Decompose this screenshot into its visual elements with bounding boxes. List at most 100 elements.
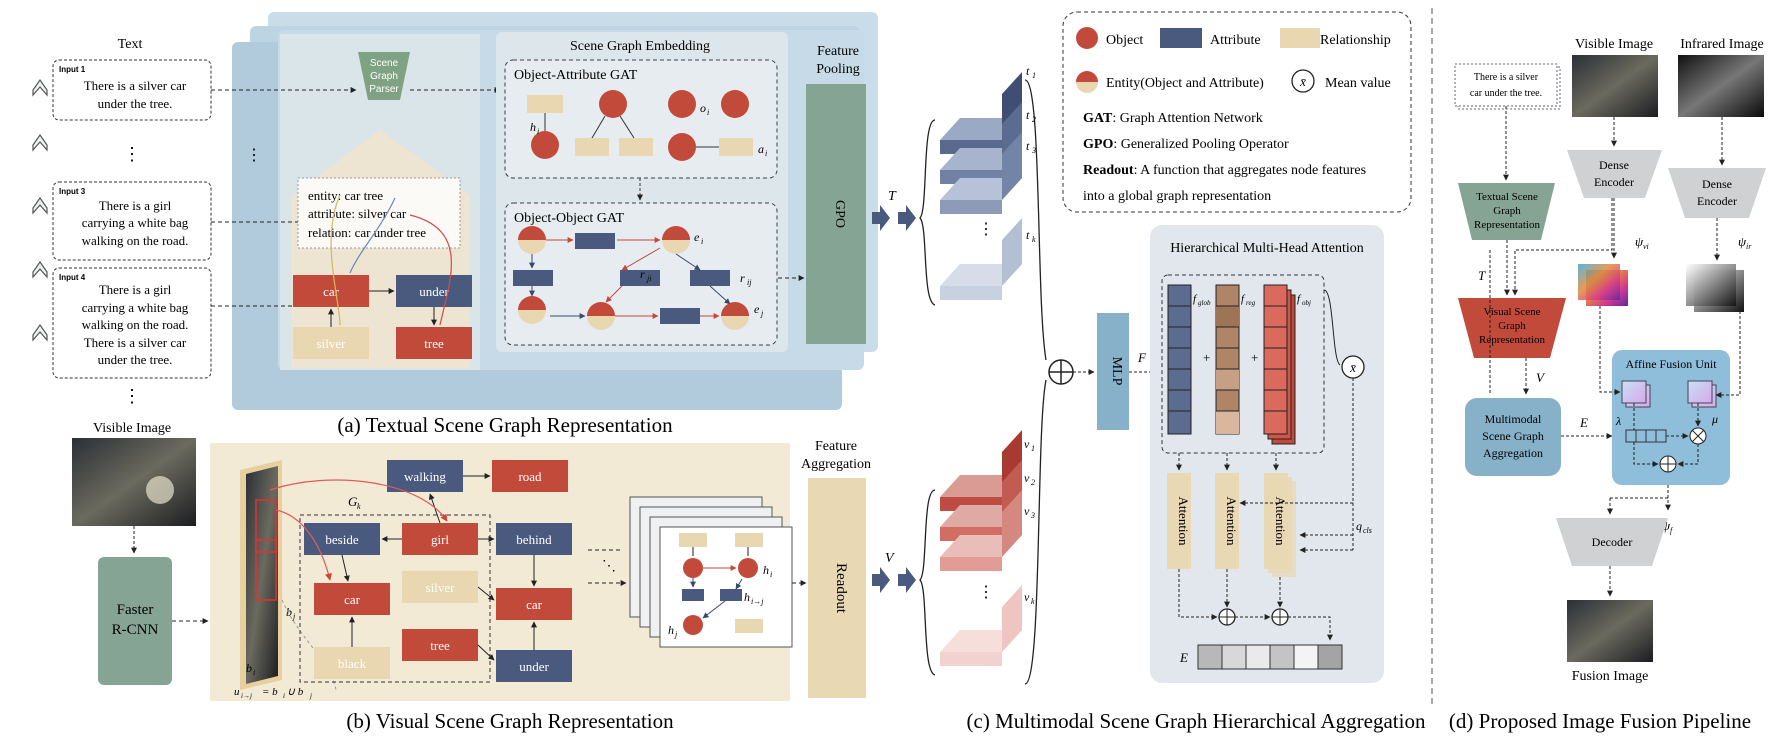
visual-sg-label: Visual Scene <box>1483 306 1540 318</box>
dense-encoder-ir <box>1668 168 1766 218</box>
v-label: V <box>1536 370 1546 385</box>
v-output-label: V <box>885 551 895 566</box>
oo-label: e <box>694 230 700 244</box>
svg-text:GAT: Graph Attention Network: GAT: Graph Attention Network <box>1083 111 1263 126</box>
bbox-label: b <box>286 605 292 619</box>
oa-object-node <box>668 90 696 118</box>
oo-label: r <box>740 271 745 285</box>
v-label-sub: k <box>1031 597 1035 606</box>
chevron-up-icon <box>32 78 48 97</box>
node-beside <box>304 523 380 555</box>
input-line: carrying a white bag <box>82 215 189 230</box>
t-label: t <box>1026 108 1030 122</box>
oa-label: o <box>700 101 706 115</box>
scene-graph-parser <box>358 52 410 100</box>
parse-line: entity: car tree <box>308 188 383 203</box>
legend-mean: Mean value <box>1325 76 1391 91</box>
psi-ir-sub: ir <box>1746 242 1752 251</box>
f-obj-bar <box>1263 284 1296 445</box>
t-arrow: T <box>872 189 916 231</box>
node-girl-label: girl <box>431 532 449 547</box>
f-glob-label: f <box>1193 293 1198 305</box>
node-silver-label: silver <box>426 580 456 595</box>
parse-line: attribute: silver car <box>308 206 407 221</box>
parser-label: Scene <box>370 58 399 69</box>
node-under-label: under <box>419 284 449 299</box>
v-token-stack <box>940 430 1022 666</box>
input-tag: Input 3 <box>59 187 86 196</box>
v-label: v <box>1024 437 1030 451</box>
input-tag: Input 4 <box>59 273 86 282</box>
legend-box <box>1062 11 1412 213</box>
oa-gat-box <box>504 59 778 179</box>
node-tree-label: tree <box>424 336 444 351</box>
readout-block <box>808 478 866 698</box>
panel-d: There is a silver car under the tree. Vi… <box>1449 37 1766 733</box>
mlp-block <box>1097 313 1129 430</box>
chevron-up-icon <box>32 323 48 342</box>
attention-label: Attention <box>1273 496 1288 546</box>
visible-image-label: Visible Image <box>93 421 171 436</box>
attention-2 <box>1215 473 1239 569</box>
v-arrow: V <box>872 551 916 593</box>
oa-label-sub: i <box>537 127 539 136</box>
oo-title: Object-Object GAT <box>514 211 624 226</box>
decoder-block <box>1556 518 1668 566</box>
pooling-title: Feature <box>817 44 859 59</box>
fusion-image-label: Fusion Image <box>1572 669 1649 684</box>
t-label-sub: k <box>1032 235 1036 244</box>
oo-label-sub: ij <box>747 278 752 287</box>
psi-vi-sub: vi <box>1643 242 1649 251</box>
chevron-icons <box>32 78 48 342</box>
node-behind <box>496 523 572 555</box>
union-rhs-sub: i <box>283 692 285 700</box>
oo-label-sub: j <box>760 309 764 318</box>
v-label: v <box>1024 590 1030 604</box>
def-text: : Graph Attention Network <box>1112 111 1262 126</box>
input-line: under the tree. <box>98 96 173 111</box>
oo-label-sub: ji <box>646 274 651 283</box>
infrared-image <box>1678 55 1764 117</box>
text-header: Text <box>118 37 143 52</box>
bbox-label: b <box>246 661 252 675</box>
t-label: T <box>1478 268 1486 283</box>
multimodal-label: Multimodal <box>1485 412 1542 426</box>
psi-vi-label: ψ <box>1635 234 1644 249</box>
v-label: v <box>1024 504 1030 518</box>
oa-label: h <box>530 120 536 134</box>
union-rhs: = b <box>262 686 278 698</box>
node-walking-label: walking <box>404 469 446 484</box>
gk-label: G <box>348 494 358 509</box>
visible-image <box>1572 55 1658 117</box>
input-box-3: Input 3 There is a girl carrying a white… <box>52 181 212 261</box>
textual-sg-label: Textual Scene <box>1476 191 1538 203</box>
oa-rel-node <box>527 95 563 113</box>
multimodal-block <box>1465 398 1561 476</box>
ellipsis: ⋮ <box>123 386 141 406</box>
agg-title: Feature <box>815 439 857 454</box>
v-label-sub: 1 <box>1031 444 1035 453</box>
f-glob-sub: glob <box>1198 299 1211 307</box>
oa-label: a <box>758 142 764 156</box>
union-label-sub: i→j <box>241 692 252 700</box>
panel-a-caption: (a) Textual Scene Graph Representation <box>337 413 673 437</box>
visual-sg-label: Graph <box>1498 320 1526 332</box>
v-label-sub: 3 <box>1030 511 1035 520</box>
node-beside-label: beside <box>325 532 358 547</box>
chevron-up-icon <box>32 133 48 152</box>
input-line: walking on the road. <box>82 233 189 248</box>
legend-object-swatch <box>1076 27 1098 49</box>
input-line: under the tree. <box>98 352 173 367</box>
stack-label-sub: i→j <box>751 597 764 606</box>
pooling-title: Pooling <box>816 62 860 77</box>
input-line: There is a girl <box>99 282 172 297</box>
legend-attribute: Attribute <box>1210 33 1261 48</box>
oa-object-node <box>721 90 749 118</box>
chevron-up-icon <box>32 196 48 215</box>
e-vector <box>1197 644 1343 670</box>
legend-mean-symbol: x̄ <box>1299 74 1306 89</box>
f-reg-sub: reg <box>1246 299 1256 307</box>
plus-sign: + <box>1203 350 1210 365</box>
textual-sg-label: Representation <box>1474 219 1540 231</box>
